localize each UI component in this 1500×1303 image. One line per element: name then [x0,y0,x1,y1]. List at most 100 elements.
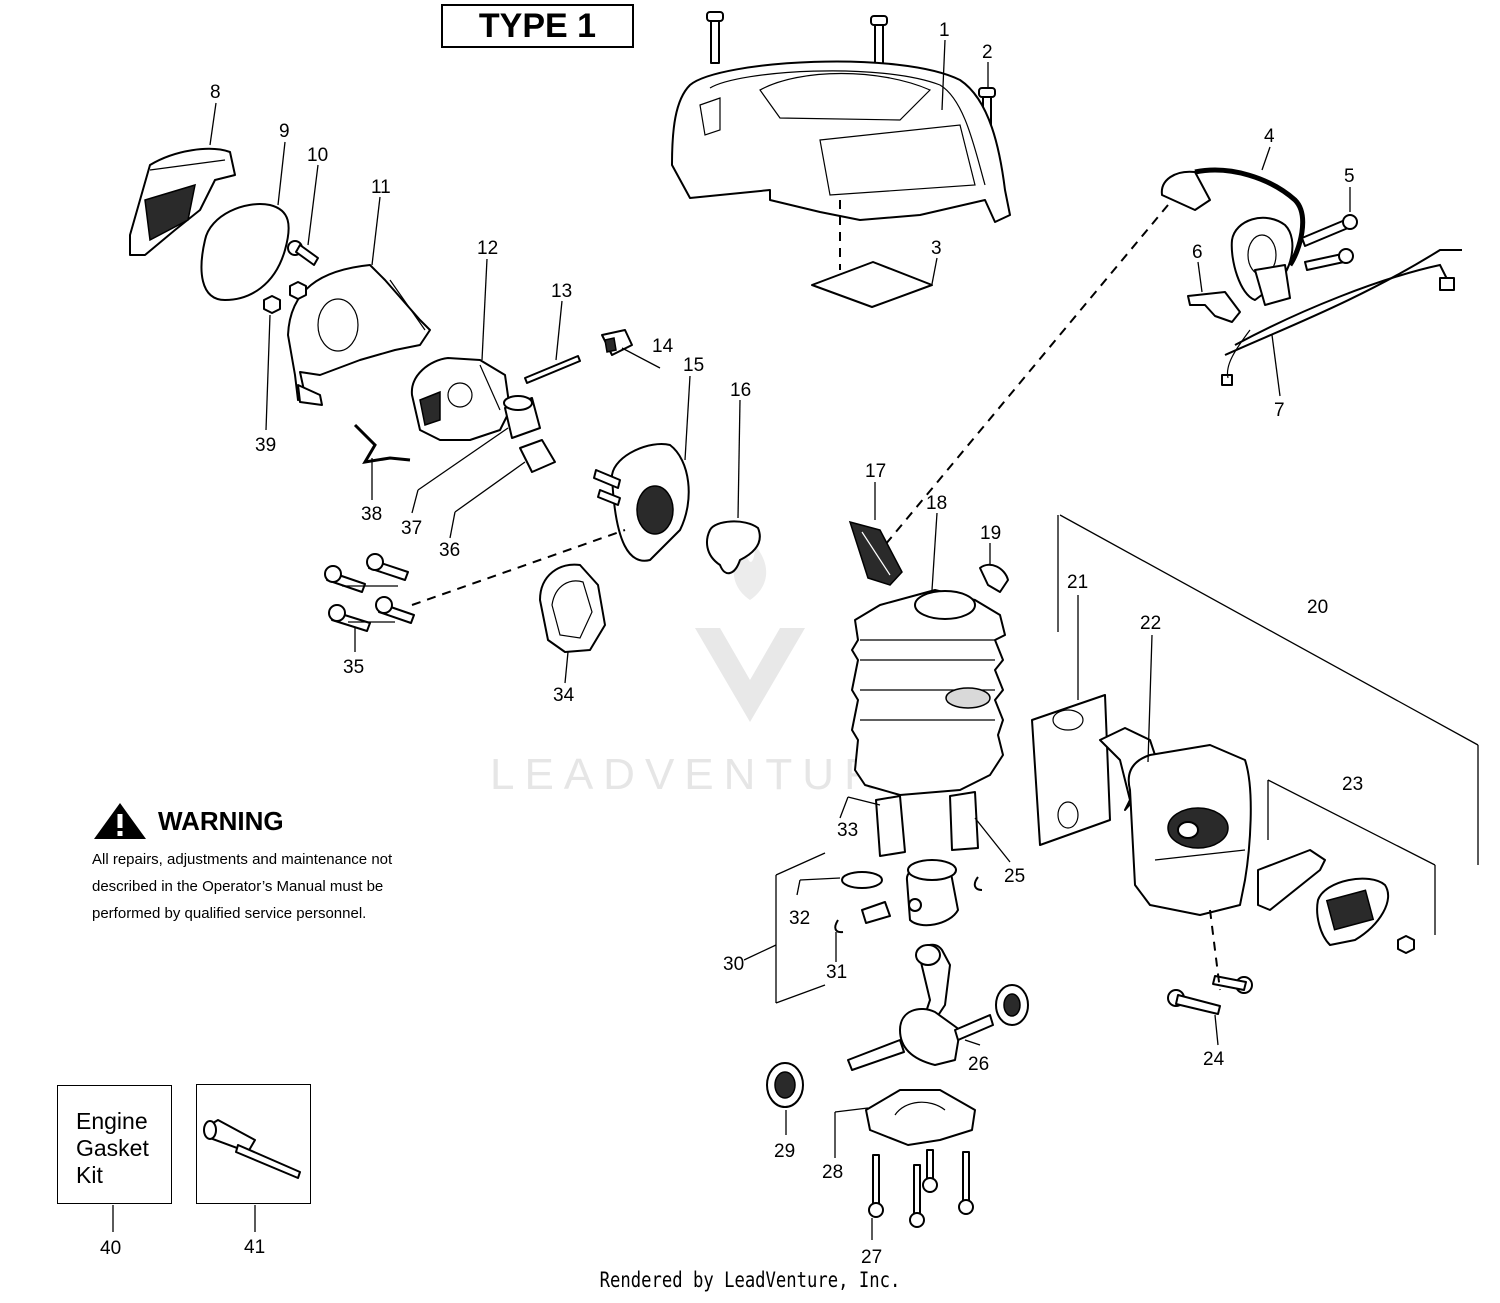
callout-21: 21 [1067,572,1088,593]
callout-22: 22 [1140,613,1161,634]
callout-numbers: 1 2 3 4 5 6 7 8 9 10 11 12 13 14 15 16 1… [100,20,1363,1268]
part-37-spacer [503,395,541,439]
part-6-bracket [1187,291,1241,323]
kit-label: Engine Gasket Kit [76,1108,149,1189]
part-10-screw [287,240,319,266]
callout-5: 5 [1344,166,1355,187]
part-8-filter-cover [129,147,236,256]
part-7-wiring [1221,249,1462,386]
part-16-gasket [706,520,761,575]
part-5-screws [1301,214,1358,271]
watermark: LEADVENTURE [490,545,925,799]
part-19-clip [979,563,1009,593]
callout-15: 15 [683,355,704,376]
part-18-cylinder [851,589,1006,796]
callout-3: 3 [931,238,942,259]
part-34-intake-boot [539,563,606,653]
callout-20: 20 [1307,597,1328,618]
part-12-carburetor [410,357,511,441]
callout-31: 31 [826,962,847,983]
kit-line-1: Engine [76,1108,148,1134]
callout-14: 14 [652,336,674,357]
part-1-top-cover [671,60,1011,223]
callout-11: 11 [371,177,391,198]
callout-35: 35 [343,657,364,678]
warning-triangle-icon [94,803,146,839]
part-35-screws [324,553,415,632]
warning-text: All repairs, adjustments and maintenance… [92,846,437,927]
intake-screw-dash [411,529,626,606]
tool-box [196,1084,311,1204]
callout-4: 4 [1264,126,1275,147]
part-38-spring [353,423,411,464]
part-9-filter [200,203,290,301]
callout-28: 28 [822,1162,843,1183]
callout-40: 40 [100,1238,121,1259]
callout-1: 1 [939,20,950,41]
callout-34: 34 [553,685,575,706]
part-36-gasket [519,439,556,473]
bearing-right [995,984,1029,1026]
callout-27: 27 [861,1247,882,1268]
callout-36: 36 [439,540,460,561]
watermark-text: LEADVENTURE [490,750,925,799]
callout-32: 32 [789,908,810,929]
part-22-muffler [1099,727,1252,916]
callout-19: 19 [980,523,1001,544]
kit-line-2: Gasket [76,1135,149,1161]
leadventure-logo-icon [695,545,805,722]
warning-line-2: described in the Operator’s Manual must … [92,878,384,895]
warning-line-3: performed by qualified service personnel… [92,905,367,922]
type-label: TYPE 1 [441,4,634,48]
piston-group [834,859,983,934]
callout-8: 8 [210,82,221,103]
callout-16: 16 [730,380,751,401]
callout-9: 9 [279,121,290,142]
callout-17: 17 [865,461,886,482]
part-13-pin [524,355,581,384]
callout-13: 13 [551,281,572,302]
part-39-nuts [263,281,307,314]
part-21-muffler-gasket [1031,694,1111,846]
part-29-bearing [766,1062,804,1108]
callout-10: 10 [307,145,328,166]
callout-33: 33 [837,820,858,841]
callout-25: 25 [1004,866,1025,887]
warning-block: WARNING All repairs, adjustments and mai… [92,800,437,927]
part-27-screws [868,1149,974,1228]
part-41-scrench-tool [203,1119,301,1179]
callout-41: 41 [244,1237,265,1258]
part-17-spark-plug [848,520,903,586]
ignition-lead-dash [884,204,1169,546]
callout-7: 7 [1274,400,1285,421]
callout-12: 12 [477,238,498,259]
callout-23: 23 [1342,774,1363,795]
muffler-screw-dash [1209,909,1221,991]
part-33-gasket [875,795,906,857]
part-3-pad [811,261,933,308]
part-23-spark-arrestor [1257,849,1415,954]
callout-39: 39 [255,435,276,456]
warning-line-1: All repairs, adjustments and maintenance… [92,851,393,868]
callout-26: 26 [968,1054,989,1075]
part-11-filter-base [287,264,431,406]
part-28-crankcase [865,1089,976,1146]
part-26-crankshaft [847,943,994,1071]
callout-2: 2 [982,42,993,63]
callout-38: 38 [361,504,382,525]
leader-lines [112,39,1479,1240]
callout-18: 18 [926,493,947,514]
callout-30: 30 [723,954,744,975]
callout-6: 6 [1192,242,1203,263]
engine-gasket-kit-box: Engine Gasket Kit [57,1085,172,1204]
part-24-screws [1167,975,1253,1015]
kit-line-3: Kit [76,1162,103,1188]
warning-header: WARNING [92,800,437,842]
part-4-ignition-coil [1160,167,1306,306]
callout-37: 37 [401,518,422,539]
part-25-gasket [949,791,979,851]
footer-credit: Rendered by LeadVenture, Inc. [599,1268,901,1292]
part-15-intake-plate [593,443,690,562]
callout-24: 24 [1203,1049,1225,1070]
